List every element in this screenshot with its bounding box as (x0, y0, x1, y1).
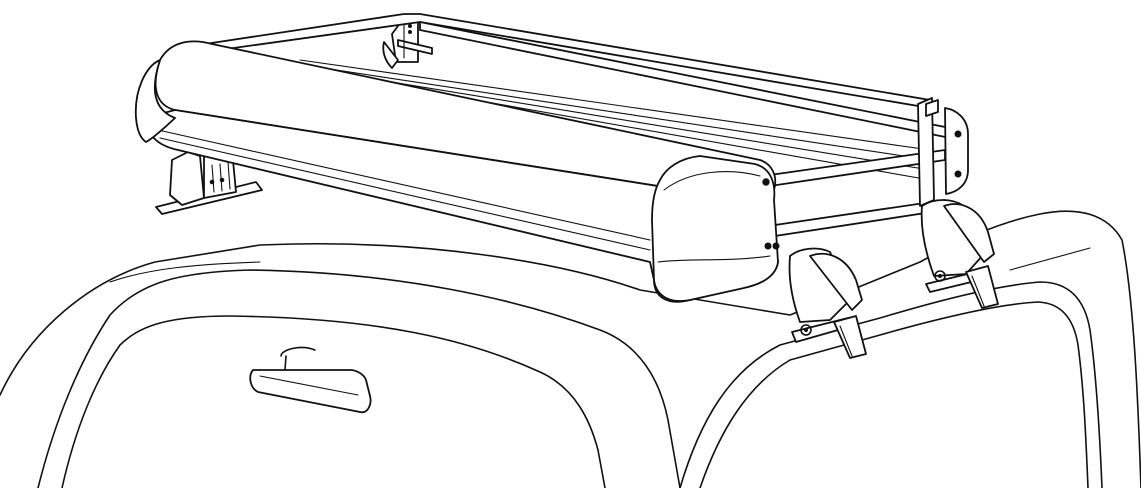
rear-right-foot (920, 199, 999, 309)
rack-frame (204, 13, 969, 237)
front-fairing (134, 40, 780, 303)
rear-view-mirror (249, 346, 372, 414)
vehicle-roof (0, 210, 1141, 488)
front-right-foot (788, 247, 867, 359)
left-foot-bracket (155, 149, 263, 215)
